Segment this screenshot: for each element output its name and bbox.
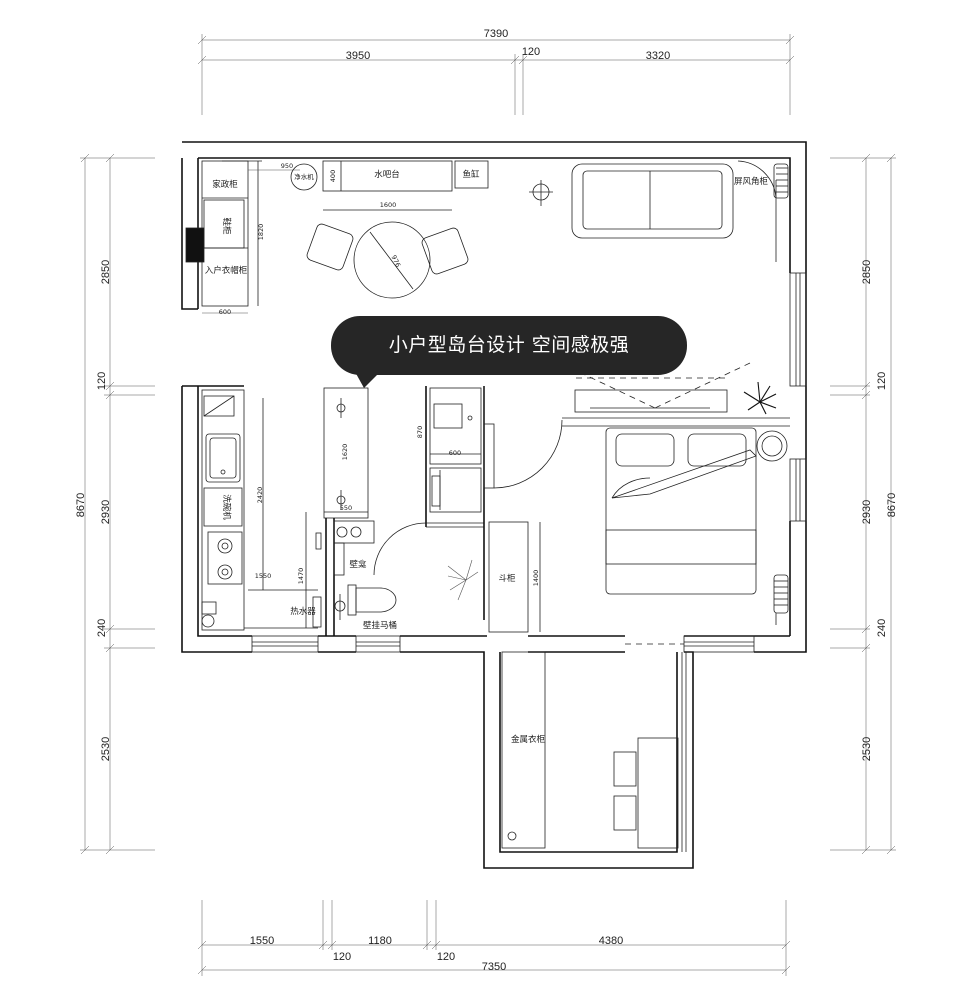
dim-600a: 600 [219,308,231,316]
dim-1400: 1400 [532,570,540,587]
bed [605,427,788,595]
dim-left-total: 8670 [75,493,87,517]
water-bar-group [290,160,489,192]
right-dimensions [830,153,896,855]
plant-icon [743,381,777,415]
entry-cabinets [185,160,262,307]
entry-wardrobe-label: 入户衣帽柜 [205,265,248,276]
sofa [571,163,734,239]
bottom-dimensions [197,900,791,976]
niche-label: 壁龛 [349,559,367,570]
dim-870: 870 [416,426,424,438]
appliance-block [425,386,563,620]
dim-top-left: 3950 [346,50,370,62]
water-purifier-label: 净水机 [294,172,314,181]
chest-cabinet-label: 斗柜 [498,573,516,584]
ceiling-light-icon [529,180,553,206]
housekeeping-cabinet-label: 家政柜 [212,179,238,190]
dim-top-total: 7390 [484,28,508,40]
dim-right-d: 240 [876,619,888,637]
dim-bottom-b: 120 [333,951,351,963]
dim-400: 400 [329,170,337,182]
metal-wardrobe-label: 金属衣柜 [511,734,546,745]
dim-bottom-d: 120 [437,951,455,963]
fish-tank-label: 鱼缸 [462,169,480,180]
water-bar-label: 水吧台 [374,169,400,180]
windows [251,272,807,852]
bedroom-tv-wall [559,362,790,427]
bathroom [325,518,479,636]
dim-1470: 1470 [297,568,305,585]
dim-right-total: 8670 [886,493,898,517]
closet-room [501,651,679,849]
dim-top-mid: 120 [522,46,540,58]
water-heater-label: 热水器 [290,606,316,617]
dim-left-d: 240 [96,619,108,637]
dim-976: 976 [390,254,403,269]
dim-950: 950 [281,162,293,170]
screen-cabinet [737,160,789,262]
dim-top-right: 3320 [646,50,670,62]
dim-bottom-c: 1180 [368,935,392,947]
shoe-cabinet-label: 鞋柜 [221,217,232,235]
wall-toilet-label: 壁挂马桶 [363,620,397,631]
dining-table [306,209,469,299]
dim-left-a: 2850 [100,260,112,284]
outer-walls [181,141,807,869]
island-cabinet [323,387,369,519]
screen-cabinet-label: 屏风角柜 [734,176,769,187]
washing-machine-label: 洗碗机 [221,494,232,520]
dim-right-c: 2930 [861,500,873,524]
dim-bottom-a: 1550 [250,935,274,947]
dim-bottom-e: 4380 [599,935,623,947]
dim-left-b: 120 [96,372,108,390]
water-heater [305,512,322,628]
dim-1620: 1620 [341,444,349,461]
dim-bottom-total: 7350 [482,961,506,973]
dim-1600: 1600 [380,201,397,209]
dim-600b: 600 [449,449,461,457]
top-dimensions [197,34,795,115]
dim-left-c: 2930 [100,500,112,524]
dim-left-e: 2530 [100,737,112,761]
kitchen-counter [201,389,318,631]
dim-550: 550 [340,504,352,512]
dim-right-e: 2530 [861,737,873,761]
dim-right-a: 2850 [861,260,873,284]
banner-bubble [331,316,687,388]
left-dimensions [80,153,155,855]
dim-1820: 1820 [257,224,265,241]
radiator-icon [773,574,789,625]
dim-2420: 2420 [256,487,264,504]
dim-1550-inner: 1550 [255,572,272,580]
chest-cabinet [488,521,541,633]
banner-text: 小户型岛台设计 空间感极强 [388,334,630,356]
dim-right-b: 120 [876,372,888,390]
